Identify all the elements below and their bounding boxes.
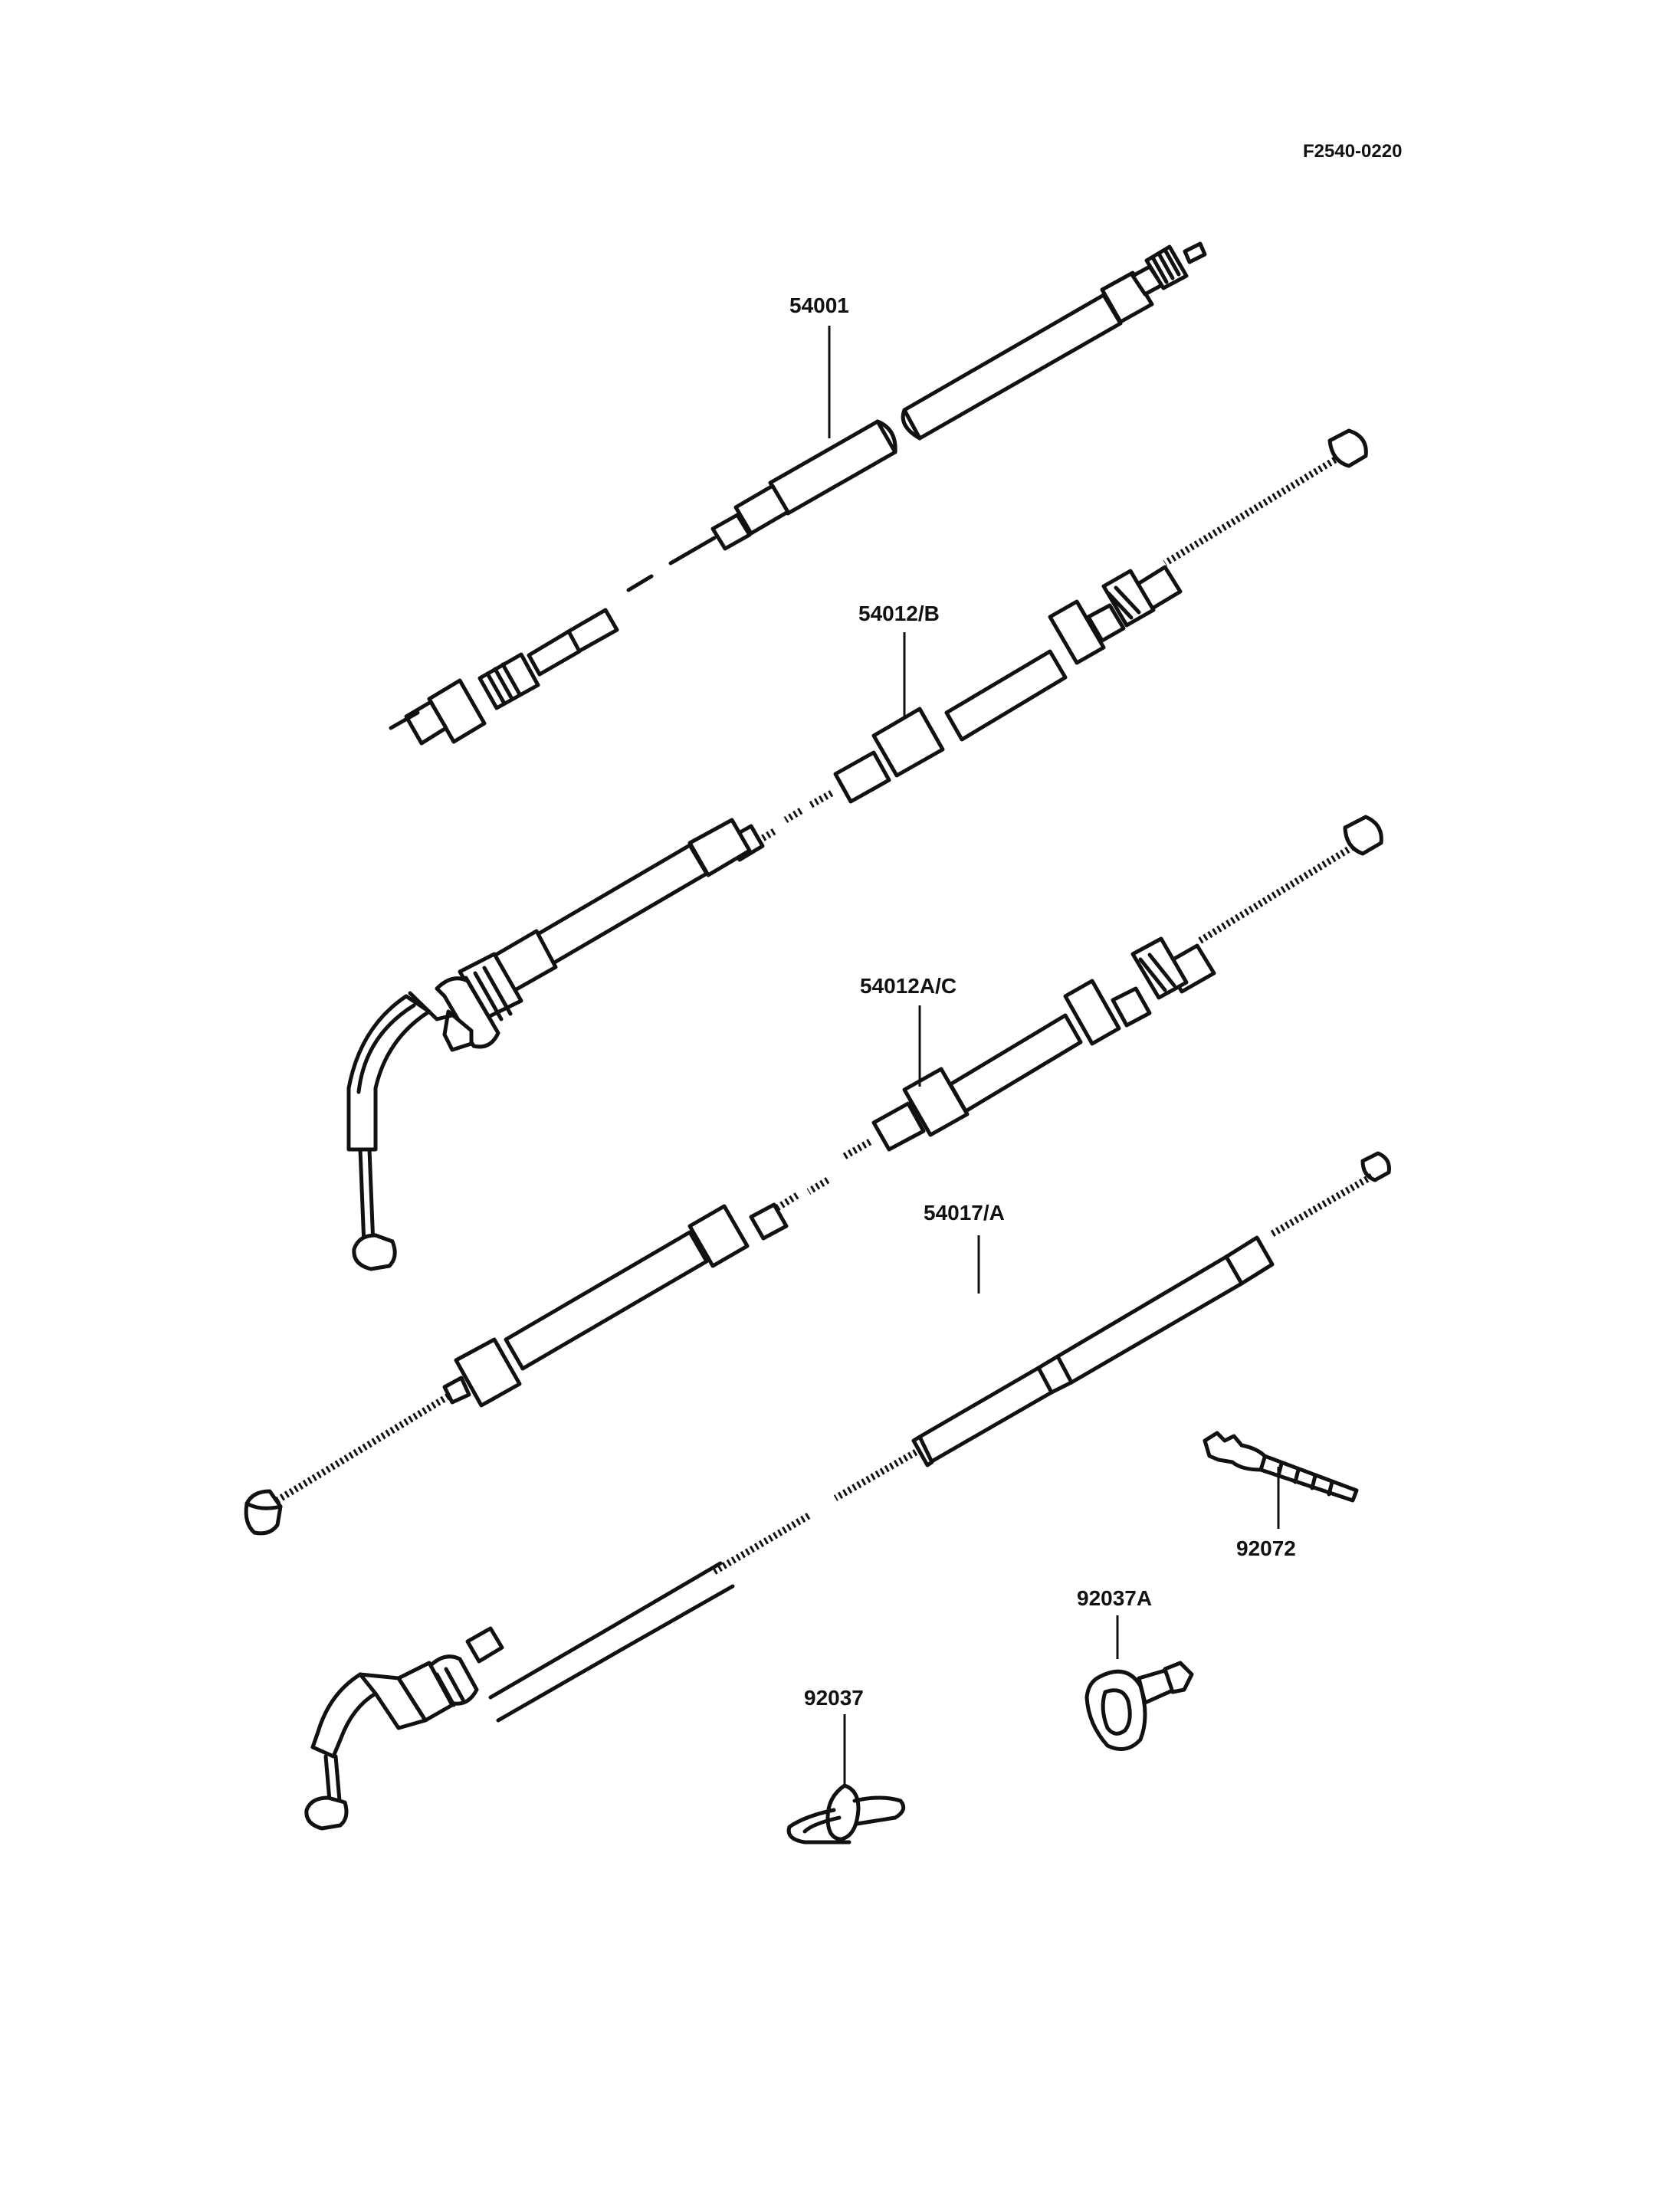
part-label-92072: 92072 [1236, 1536, 1296, 1560]
part-54001 [389, 241, 1207, 746]
part-54017-a [304, 1151, 1391, 1831]
part-92037 [786, 1714, 906, 1844]
part-54012a-c [244, 815, 1383, 1536]
part-92072 [1203, 1431, 1359, 1529]
part-label-92037a: 92037A [1077, 1586, 1152, 1610]
part-label-54012-b: 54012/B [858, 602, 940, 625]
part-label-92037: 92037 [804, 1686, 864, 1710]
figure-code: F2540-0220 [1303, 141, 1402, 162]
part-54012-b [346, 428, 1368, 1271]
part-92037a [1084, 1615, 1194, 1751]
part-label-54017-a: 54017/A [924, 1201, 1005, 1225]
part-label-54012a-c: 54012A/C [860, 974, 956, 998]
part-label-54001: 54001 [789, 293, 849, 317]
